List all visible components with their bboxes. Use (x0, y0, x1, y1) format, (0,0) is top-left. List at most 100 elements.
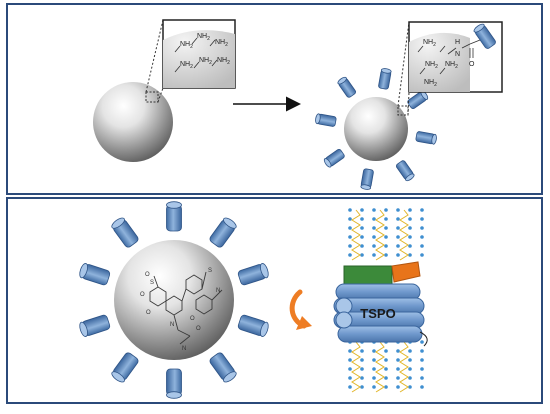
lipid-head (384, 244, 388, 248)
lipid-head (420, 253, 424, 257)
amine-label: NH2 (423, 39, 436, 48)
atom-label: O (146, 310, 151, 316)
lipid-head (372, 253, 376, 257)
lipid-head (384, 235, 388, 239)
lipid-head (372, 367, 376, 371)
lipid-head (384, 349, 388, 353)
lipid-head (384, 367, 388, 371)
bare-sphere-icon (93, 82, 173, 162)
lipid-head (420, 226, 424, 230)
lipid-head (396, 226, 400, 230)
amide-h-label: H (455, 39, 460, 46)
orange-ligand-block (391, 261, 421, 283)
lipid-head (396, 358, 400, 362)
ligand-cylinder-icon (237, 263, 269, 286)
zoom-region-left (145, 91, 159, 103)
lipid-head (408, 226, 412, 230)
lipid-head (360, 244, 364, 248)
lipid-head (384, 358, 388, 362)
lipid-head (408, 244, 412, 248)
lipid-head (372, 376, 376, 380)
lipid-head (408, 208, 412, 212)
lipid-head (360, 217, 364, 221)
lipid-head (360, 385, 364, 389)
zoom-box-right: NH2 NH2 NH2 NH2 H N O (408, 21, 503, 93)
functionalized-sphere-icon (315, 68, 437, 190)
lipid-head (360, 253, 364, 257)
amide-n-label: N (455, 51, 460, 58)
lipid-head (348, 244, 352, 248)
ligand-cylinder-icon (378, 68, 392, 90)
zoom-guide-line (145, 19, 164, 93)
lipid-head (372, 208, 376, 212)
lipid-tail (351, 209, 361, 261)
lipid-head (396, 217, 400, 221)
lipid-head (420, 358, 424, 362)
lipid-head (396, 367, 400, 371)
lipid-head (420, 385, 424, 389)
amine-label: NH2 (425, 61, 438, 70)
lipid-head (384, 385, 388, 389)
lipid-head (360, 208, 364, 212)
ligand-cylinder-icon (111, 217, 139, 248)
lipid-tail (399, 341, 409, 393)
lipid-head (372, 244, 376, 248)
lipid-head (396, 385, 400, 389)
lipid-head (372, 358, 376, 362)
lipid-tail (399, 209, 409, 261)
amine-label: NH2 (445, 61, 458, 70)
lipid-head (420, 208, 424, 212)
atom-label: N (182, 346, 186, 352)
lipid-head (408, 253, 412, 257)
lipid-head (396, 235, 400, 239)
ligand-cylinder-icon (323, 149, 345, 168)
lipid-head (348, 358, 352, 362)
ligand-cylinder-icon (209, 217, 237, 248)
lipid-head (384, 376, 388, 380)
lipid-head (396, 253, 400, 257)
lipid-head (420, 235, 424, 239)
lipid-head (372, 349, 376, 353)
ligand-cylinder-icon (166, 368, 182, 399)
lipid-head (420, 244, 424, 248)
zoom-box-left: NH2 NH2 NH2 NH2 NH2 NH2 (162, 19, 236, 89)
ligand-cylinder-icon (79, 263, 111, 286)
lipid-head (420, 367, 424, 371)
ligand-cylinder-icon (407, 90, 429, 109)
ligand-cylinder-icon (237, 314, 269, 337)
lipid-head (360, 226, 364, 230)
bottom-panel-frame (6, 197, 543, 404)
lipid-head (408, 217, 412, 221)
lipid-head (396, 349, 400, 353)
atom-label: N (170, 322, 174, 328)
atom-label: O (190, 316, 195, 322)
lipid-head (372, 385, 376, 389)
lipid-head (348, 217, 352, 221)
lipid-head (408, 358, 412, 362)
lipid-head (420, 349, 424, 353)
molecule-sketch (149, 271, 223, 345)
ligand-cylinder-icon (473, 23, 496, 49)
lipid-head (396, 208, 400, 212)
lipid-head (348, 349, 352, 353)
lipid-head (396, 376, 400, 380)
ligand-cylinder-icon (79, 314, 111, 337)
atom-label: O (196, 326, 201, 332)
ligand-coated-sphere-icon: O S O O N O S N N O (79, 201, 269, 399)
ligand-cylinder-icon (209, 352, 237, 383)
lipid-head (408, 349, 412, 353)
lipid-head (360, 367, 364, 371)
ligand-cylinder-icon (360, 168, 374, 190)
lipid-head (384, 217, 388, 221)
lipid-head (420, 376, 424, 380)
zoom-guide-line (157, 87, 164, 103)
lipid-head (348, 208, 352, 212)
atom-label: N (216, 288, 220, 294)
ligand-cylinder-icon (415, 131, 437, 145)
lipid-head (372, 226, 376, 230)
ligand-cylinder-icon (315, 113, 337, 127)
amide-o-label: O (469, 61, 475, 68)
lipid-head (420, 217, 424, 221)
lipid-head (384, 253, 388, 257)
lipid-tail (375, 341, 385, 393)
